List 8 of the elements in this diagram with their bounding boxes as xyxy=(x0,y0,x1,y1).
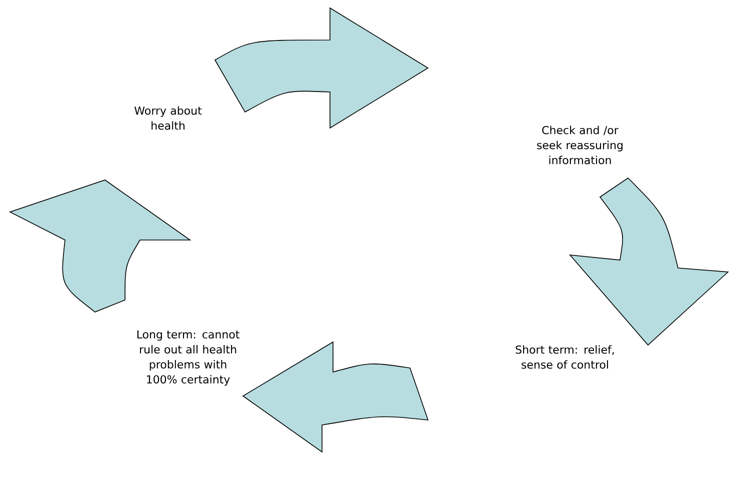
block-arrow xyxy=(214,8,428,128)
block-arrow xyxy=(242,342,428,452)
block-arrow xyxy=(570,178,728,346)
step-label: Check and /or seek reassuring information xyxy=(537,126,623,164)
step-label: Worry about health xyxy=(134,106,202,130)
step-label: Short term: relief, sense of control xyxy=(516,345,614,369)
block-arrow xyxy=(10,180,190,312)
step-label: Long term: cannot rule out all health problems with 100% certainty xyxy=(137,330,240,386)
